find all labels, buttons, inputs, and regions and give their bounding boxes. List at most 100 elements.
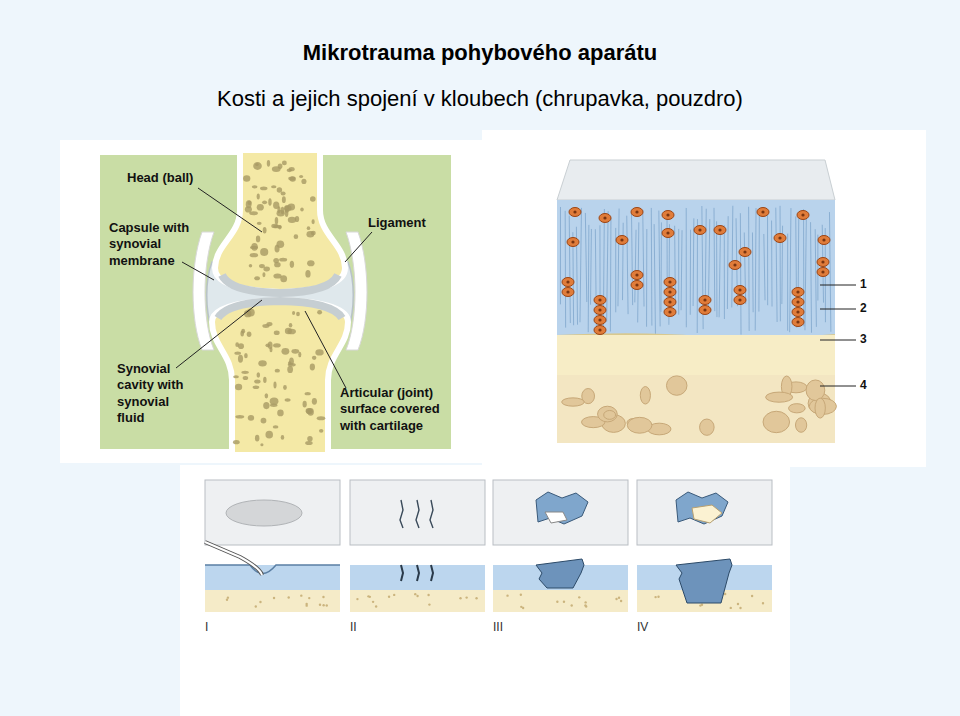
collagen-fibre — [660, 222, 661, 312]
bone-pore — [276, 241, 284, 249]
bone-pore — [263, 377, 266, 383]
chondrocyte — [729, 261, 741, 270]
bone-pore — [307, 226, 311, 230]
leader-line — [820, 285, 856, 386]
chondrocyte — [594, 296, 606, 305]
bone-pore — [260, 187, 267, 191]
stage-numeral: II — [350, 620, 380, 635]
bone-cavity — [700, 419, 715, 435]
cell-nucleus — [598, 298, 601, 301]
bone-pore — [233, 375, 239, 378]
subtitle: Kosti a jejich spojení v kloubech (chrup… — [0, 86, 960, 112]
chondrocyte — [616, 236, 628, 245]
bone-pore — [243, 175, 250, 181]
cell-nucleus — [796, 300, 799, 303]
cell-nucleus — [598, 328, 601, 331]
bone-pore — [275, 217, 278, 224]
bone-pore — [273, 343, 281, 347]
cell-nucleus — [796, 290, 799, 293]
bone-pore — [282, 160, 287, 165]
cell-nucleus — [743, 250, 746, 253]
bone-pore — [265, 343, 269, 347]
chondrocyte — [699, 296, 711, 305]
collagen-fibre — [719, 228, 720, 317]
bone-pore — [249, 264, 252, 267]
part-label: Articular (joint) surface covered with c… — [340, 385, 454, 434]
chondrocyte — [664, 288, 676, 297]
bone-pore — [235, 415, 244, 419]
bone-pore — [310, 196, 316, 201]
panel — [60, 140, 482, 463]
cell-nucleus — [566, 280, 569, 283]
bone-pore — [262, 324, 269, 328]
bone-pore — [260, 248, 268, 256]
cell-nucleus — [635, 210, 638, 213]
collagen-fibre — [776, 208, 777, 322]
bone-pore — [273, 382, 276, 389]
bone-pore — [288, 177, 295, 181]
chondrocyte — [818, 236, 830, 245]
cell-nucleus — [703, 298, 706, 301]
bone-pore — [256, 236, 260, 243]
collagen-fibre — [618, 209, 619, 307]
cell-nucleus — [821, 270, 824, 273]
chondrocyte — [594, 326, 606, 335]
bone-pore — [306, 408, 313, 414]
bone-pore — [307, 260, 314, 266]
bone-pore — [248, 415, 254, 421]
chondrocyte — [694, 226, 706, 235]
bone-pore — [271, 185, 276, 188]
title: Mikrotrauma pohybového aparátu — [0, 40, 960, 66]
collagen-fibre — [622, 223, 624, 300]
cell-nucleus — [738, 298, 741, 301]
cell-nucleus — [778, 236, 781, 239]
collagen-fibre — [643, 210, 644, 306]
bone-pore — [315, 349, 323, 355]
stage-numeral: I — [205, 620, 235, 635]
bone-pore — [263, 227, 267, 234]
bone-pore — [317, 416, 326, 420]
chondrocyte — [797, 211, 809, 220]
stage-numeral: III — [493, 620, 523, 635]
collagen-fibre — [659, 211, 660, 327]
bone-pore — [287, 329, 295, 335]
part-label: Ligament — [368, 215, 458, 231]
cell-nucleus — [718, 228, 721, 231]
bone-pore — [298, 352, 301, 357]
collagen-fibre — [817, 235, 818, 301]
bone-pore — [238, 343, 244, 349]
bone-pore — [287, 366, 293, 373]
collagen-fibre — [681, 230, 683, 310]
bone-pore — [300, 207, 304, 211]
cell-nucleus — [566, 290, 569, 293]
bone-cavity — [666, 376, 686, 395]
chondrocyte — [757, 208, 769, 217]
chondrocyte — [594, 316, 606, 325]
bone-pore — [238, 355, 243, 363]
cell-nucleus — [668, 310, 671, 313]
bone-pore — [257, 222, 262, 225]
bone-pore — [262, 272, 265, 277]
chondrocyte — [774, 234, 786, 243]
bone-pore — [241, 371, 249, 374]
bone-pore — [277, 409, 283, 416]
bone-cavity — [640, 387, 650, 405]
collagen-fibre — [686, 208, 687, 327]
callout-number: 3 — [860, 332, 880, 347]
collagen-fibre — [627, 216, 628, 314]
bone-pore — [255, 435, 259, 442]
cell-nucleus — [620, 238, 623, 241]
bone-pore — [291, 349, 299, 354]
chondrocyte — [817, 268, 829, 277]
bone-pore — [301, 179, 306, 184]
bone-pore — [319, 429, 323, 433]
collagen-fibre — [790, 208, 791, 332]
bone-pore — [279, 258, 287, 262]
bone-cavity — [604, 410, 616, 419]
chondrocyte — [792, 288, 804, 297]
bone-cavity — [806, 380, 825, 401]
bone-pore — [267, 160, 270, 167]
bone-pore — [243, 376, 249, 380]
bone-pore — [273, 201, 279, 209]
chondrocyte — [714, 226, 726, 235]
